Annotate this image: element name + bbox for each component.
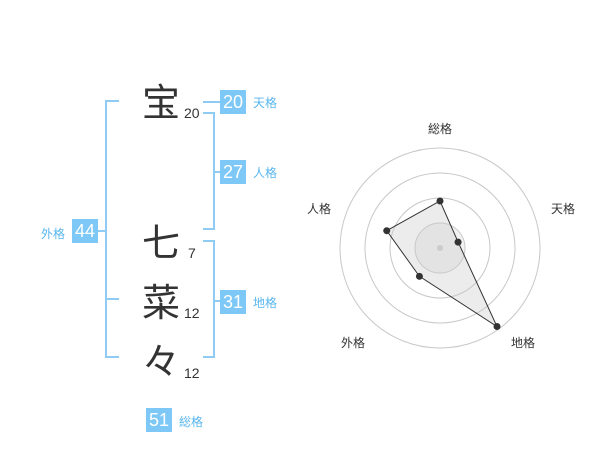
soukaku-badge: 51 — [146, 408, 172, 432]
stroke-count-2: 7 — [188, 245, 196, 261]
radar-point-0 — [436, 197, 444, 205]
gaikaku-badge: 44 — [72, 219, 98, 243]
jinkaku-badge: 27 — [220, 160, 246, 184]
tenkaku-label: 天格 — [253, 96, 278, 110]
name-char-2: 七 — [142, 221, 181, 265]
chikaku-bracket-top — [203, 240, 215, 242]
jinkaku-label: 人格 — [253, 166, 278, 180]
stroke-count-3: 12 — [184, 305, 200, 321]
radar-point-1 — [454, 238, 462, 246]
axis-label-chikaku: 地格 — [511, 336, 536, 350]
chikaku-connector — [213, 300, 220, 302]
soukaku-label: 総格 — [179, 415, 204, 429]
radar-center — [437, 245, 443, 251]
jinkaku-bracket-bottom — [203, 228, 215, 230]
chikaku-label: 地格 — [253, 296, 278, 310]
tenkaku-badge: 20 — [220, 90, 246, 114]
axis-label-gaikaku: 外格 — [341, 336, 366, 350]
name-char-3: 菜 — [142, 281, 181, 325]
chikaku-bracket — [213, 240, 215, 358]
gaikaku-connector — [97, 230, 105, 232]
jinkaku-bracket-top — [203, 112, 215, 114]
axis-label-jinkaku: 人格 — [307, 202, 332, 216]
tenkaku-connector — [203, 101, 220, 103]
chikaku-badge: 31 — [220, 290, 246, 314]
radar-point-2 — [493, 322, 501, 330]
radar-point-3 — [415, 272, 423, 280]
gaikaku-bracket-top — [105, 100, 119, 102]
axis-label-tenkaku: 天格 — [551, 202, 576, 216]
gaikaku-bracket-mid — [105, 298, 119, 300]
radar-point-4 — [383, 227, 391, 235]
gaikaku-bracket-bottom — [105, 356, 119, 358]
gaikaku-bracket — [105, 100, 107, 358]
radar-polygon — [385, 200, 499, 328]
stroke-count-4: 12 — [184, 365, 200, 381]
axis-label-soukaku: 総格 — [428, 122, 453, 136]
name-char-4: 々 — [142, 340, 181, 384]
stroke-count-1: 20 — [184, 105, 200, 121]
jinkaku-connector — [213, 171, 220, 173]
chikaku-bracket-bottom — [203, 356, 215, 358]
gaikaku-label: 外格 — [41, 227, 66, 241]
name-char-1: 宝 — [142, 81, 181, 125]
